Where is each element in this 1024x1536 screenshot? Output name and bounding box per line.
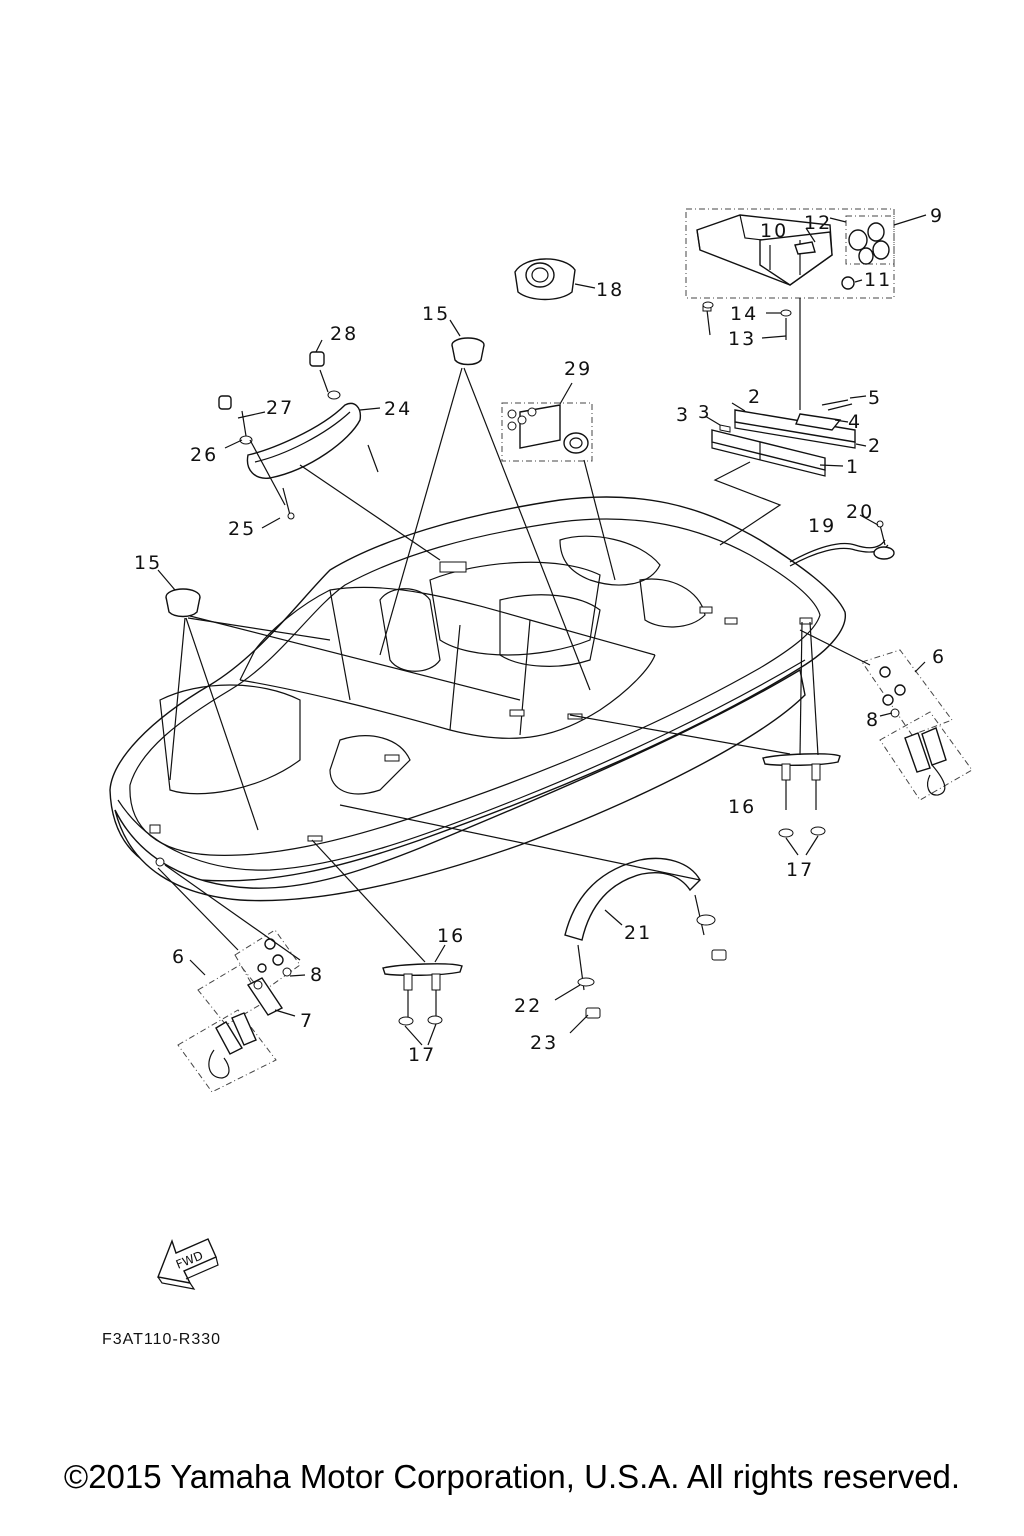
callout-1: 3	[676, 404, 690, 426]
callout-labels: 1 2 2 3 3 4 5 6 6 7 8 8 9 10 11 12 13 14…	[134, 205, 946, 1066]
callout-15-rear: 15	[422, 303, 450, 325]
callout-20: 20	[846, 501, 874, 523]
part-27-cap	[218, 395, 232, 410]
callout-29: 29	[564, 358, 592, 380]
part-8-nut-right	[890, 708, 900, 718]
callout-23: 23	[530, 1032, 558, 1054]
callout-10: 10	[760, 220, 788, 242]
part-18-drain-fitting	[514, 258, 576, 301]
part-29-switch-panel	[501, 402, 593, 462]
drawing-code: F3AT110-R330	[102, 1331, 221, 1348]
leader-lines	[157, 214, 927, 1046]
callout-2: 2	[748, 386, 762, 408]
part-24-grab-handle	[246, 402, 362, 479]
callout-14: 14	[730, 303, 758, 325]
callout-16-right: 16	[728, 796, 756, 818]
callout-6: 6	[932, 646, 946, 668]
callout-19: 19	[808, 515, 836, 537]
callout-13: 13	[728, 328, 756, 350]
callout-2: 2	[868, 435, 882, 457]
part-23-nut	[585, 949, 727, 1019]
callout-15-front: 15	[134, 552, 162, 574]
part-16-cleat-left	[382, 963, 463, 1020]
part-11-nut	[841, 276, 855, 290]
callout-22: 22	[514, 995, 542, 1017]
part-6-tow-eye-kit-left	[177, 929, 301, 1093]
callout-24: 24	[384, 398, 412, 420]
callout-17-left: 17	[408, 1044, 436, 1066]
callout-5: 5	[868, 387, 882, 409]
part-16-cleat-right	[762, 753, 841, 810]
part-4-plate	[795, 413, 842, 431]
part-9-bracket-assembly	[685, 208, 895, 299]
callout-3: 3	[698, 402, 711, 423]
callout-4: 4	[848, 411, 862, 433]
callout-1: 1	[846, 456, 860, 478]
callout-8: 8	[310, 964, 324, 986]
part-22-stud	[577, 894, 716, 991]
part-7-backing-plate	[246, 977, 284, 1016]
part-3-spacer	[719, 424, 731, 433]
callout-27: 27	[266, 397, 294, 419]
part-6-tow-eye-kit-right	[861, 649, 973, 801]
part-1-rail	[711, 429, 826, 477]
part-12-rubber-dampers	[848, 222, 890, 265]
callout-28: 28	[330, 323, 358, 345]
callout-17-right: 17	[786, 859, 814, 881]
part-26-washer	[239, 390, 341, 445]
part-5-screw	[821, 399, 853, 411]
part-19-cable	[789, 539, 895, 567]
callout-8: 8	[866, 709, 880, 731]
copyright-notice: ©2015 Yamaha Motor Corporation, U.S.A. A…	[63, 1458, 961, 1495]
callout-25: 25	[228, 518, 256, 540]
callout-21: 21	[624, 922, 652, 944]
part-13-bolt	[702, 304, 712, 336]
callout-9: 9	[930, 205, 944, 227]
callout-7: 7	[300, 1010, 314, 1032]
part-25-screw	[282, 444, 379, 520]
callout-16-left: 16	[437, 925, 465, 947]
part-17-washers-right	[778, 826, 826, 838]
part-28-cap	[309, 351, 325, 367]
part-10-clip	[794, 241, 816, 255]
part-8-nut-left	[253, 967, 292, 990]
boat-hull	[109, 496, 846, 902]
callout-26: 26	[190, 444, 218, 466]
part-17-washers-left	[398, 1015, 443, 1026]
callout-12: 12	[804, 212, 832, 234]
part-15-cup-holder-front	[165, 588, 201, 618]
fwd-arrow-icon: FWD	[157, 1238, 219, 1290]
callout-6: 6	[172, 946, 186, 968]
part-15-cup-holder-rear	[451, 337, 485, 366]
callout-11: 11	[864, 269, 892, 291]
callout-18: 18	[596, 279, 624, 301]
